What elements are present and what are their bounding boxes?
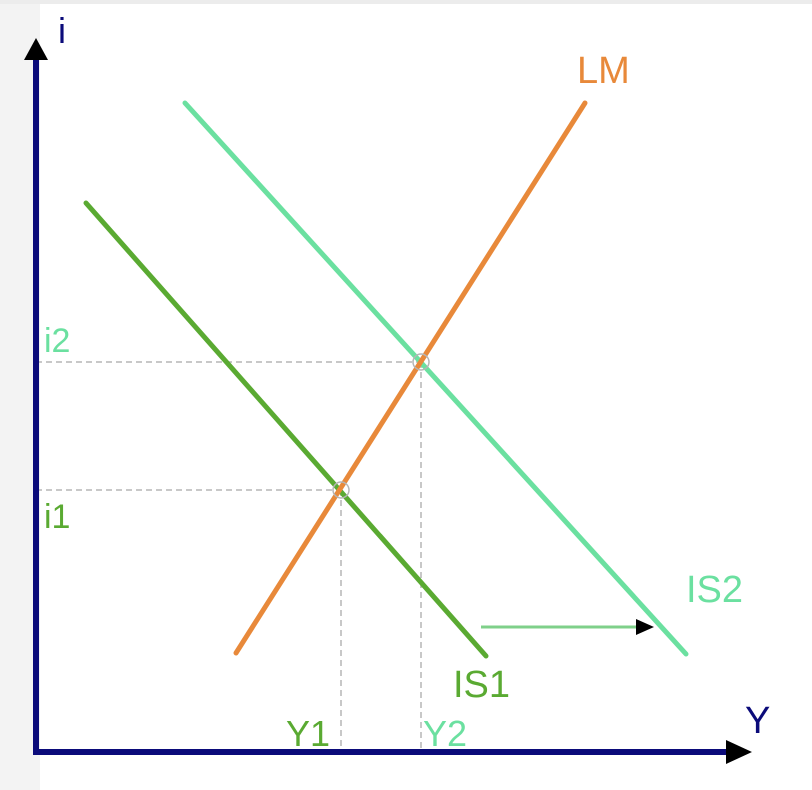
lm-curve: [233, 100, 588, 656]
x-axis-arrowhead: [726, 740, 752, 764]
shift-arrow: [481, 619, 654, 635]
i1-label: i1: [44, 498, 70, 536]
axes: [24, 38, 752, 764]
is2-label: IS2: [686, 569, 743, 611]
is1-label: IS1: [453, 664, 510, 706]
y-axis-arrowhead: [24, 38, 48, 60]
guide-lines: [36, 361, 422, 752]
x-axis-label: Y: [745, 700, 770, 742]
is2-curve: [182, 100, 689, 657]
y2-label: Y2: [423, 713, 467, 754]
is1-curve: [83, 200, 489, 659]
lm-label: LM: [577, 50, 630, 92]
i2-label: i2: [44, 322, 70, 360]
shift-arrow-head: [636, 619, 654, 635]
y-axis-label: i: [58, 10, 66, 51]
equilibrium-2-marker: [412, 353, 430, 371]
y1-label: Y1: [286, 713, 330, 754]
equilibrium-1-marker: [332, 481, 350, 499]
top-border: [0, 0, 812, 4]
